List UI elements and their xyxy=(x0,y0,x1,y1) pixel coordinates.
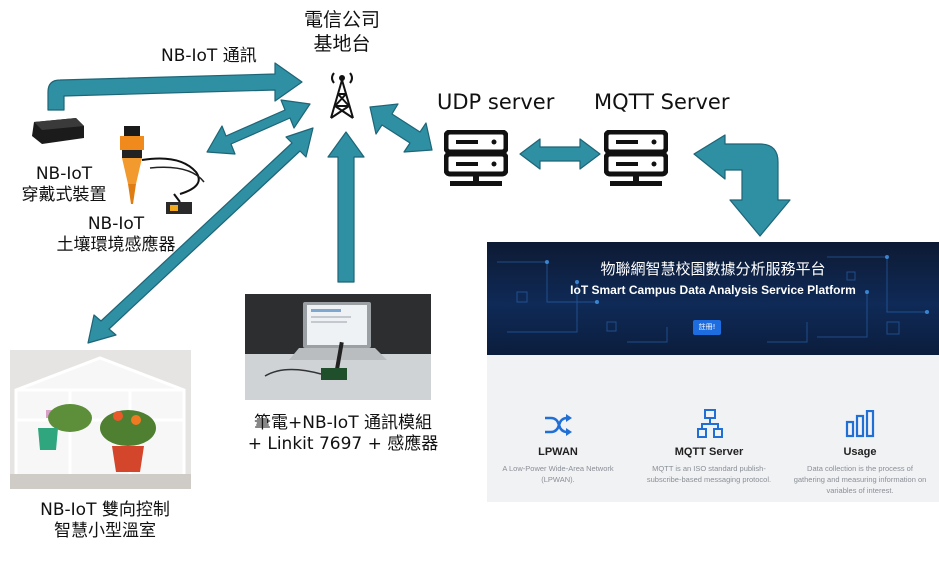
tower-label-line2: 基地台 xyxy=(313,33,371,55)
laptop-module-image xyxy=(245,294,431,400)
platform-banner: 物聯網智慧校園數據分析服務平台 IoT Smart Campus Data An… xyxy=(487,242,939,355)
arrow-laptop-tower xyxy=(327,131,365,283)
shuffle-icon xyxy=(545,414,572,436)
platform-title-zh: 物聯網智慧校園數據分析服務平台 xyxy=(600,260,826,278)
feature-lpwan: LPWAN A Low-Power Wide-Area Network (LPW… xyxy=(483,446,633,485)
bar-chart-icon xyxy=(845,410,875,438)
feature-title: Usage xyxy=(843,446,877,458)
arrow-udp-mqtt xyxy=(519,138,601,170)
soil-sensor-label-line1: NB-IoT xyxy=(87,214,145,234)
greenhouse-image xyxy=(10,350,191,489)
udp-server-label: UDP server xyxy=(437,90,555,114)
feature-desc: MQTT is an ISO standard publish-subscrib… xyxy=(646,464,772,484)
cell-tower-icon xyxy=(330,72,354,119)
mqtt-server-icon xyxy=(604,130,668,186)
wearable-label-line1: NB-IoT xyxy=(35,164,93,184)
feature-mqtt: MQTT Server MQTT is an ISO standard publ… xyxy=(634,446,784,485)
greenhouse-label-line1: NB-IoT 雙向控制 xyxy=(40,500,170,520)
soil-sensor-image xyxy=(120,126,205,214)
tower-label: 電信公司 基地台 xyxy=(292,8,392,56)
laptop-label: 筆電+NB-IoT 通訊模組 + Linkit 7697 + 感應器 xyxy=(228,413,458,455)
feature-desc: A Low-Power Wide-Area Network (LPWAN). xyxy=(502,464,614,484)
feature-usage: Usage Data collection is the process of … xyxy=(785,446,935,496)
mqtt-server-label: MQTT Server xyxy=(594,90,730,114)
greenhouse-label-line2: 智慧小型溫室 xyxy=(54,521,156,541)
laptop-label-line2: + Linkit 7697 + 感應器 xyxy=(247,434,439,454)
wearable-label-line2: 穿戴式裝置 xyxy=(21,185,107,205)
arrow-wearable-to-tower xyxy=(47,62,303,111)
wearable-label: NB-IoT 穿戴式裝置 xyxy=(18,164,110,206)
circuit-pattern xyxy=(497,255,929,343)
udp-server-icon xyxy=(444,130,508,186)
laptop-label-line1: 筆電+NB-IoT 通訊模組 xyxy=(254,413,432,433)
platform-screenshot: 物聯網智慧校園數據分析服務平台 IoT Smart Campus Data An… xyxy=(487,242,939,502)
feature-title: LPWAN xyxy=(538,446,578,458)
arrow-greenhouse-tower xyxy=(87,127,314,344)
feature-title: MQTT Server xyxy=(674,446,744,458)
greenhouse-label: NB-IoT 雙向控制 智慧小型溫室 xyxy=(20,500,190,542)
tower-label-line1: 電信公司 xyxy=(303,9,380,31)
platform-title-en: IoT Smart Campus Data Analysis Service P… xyxy=(570,283,856,297)
arrow-tower-udp xyxy=(369,103,433,153)
soil-sensor-label: NB-IoT 土壤環境感應器 xyxy=(46,214,186,256)
feature-desc: Data collection is the process of gather… xyxy=(793,464,927,495)
arrow-soil-tower xyxy=(206,99,311,155)
register-button[interactable]: 註冊! xyxy=(693,320,721,335)
wearable-device-image xyxy=(32,118,84,144)
soil-sensor-label-line2: 土壤環境感應器 xyxy=(56,235,176,255)
arrow-mqtt-platform xyxy=(693,134,791,237)
nbiot-link-label: NB-IoT 通訊 xyxy=(161,46,257,66)
sitemap-icon xyxy=(697,409,723,438)
